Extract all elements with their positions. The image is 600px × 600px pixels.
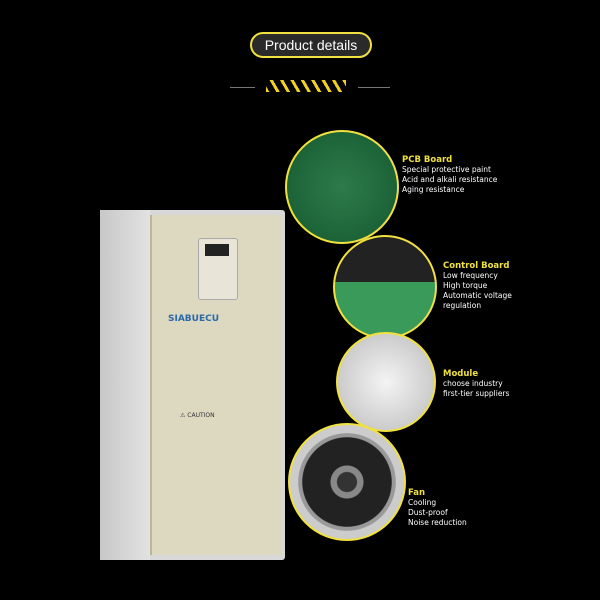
feature-line: Dust-proof bbox=[408, 508, 448, 517]
feature-title: Module bbox=[443, 369, 479, 379]
pcb-board-image bbox=[285, 130, 399, 244]
fan-image bbox=[288, 423, 406, 541]
feature-title: Fan bbox=[408, 488, 426, 498]
feature-module: Module choose industry first-tier suppli… bbox=[443, 369, 509, 399]
feature-pcb: PCB Board Special protective paint Acid … bbox=[402, 155, 497, 195]
feature-title: Control Board bbox=[443, 261, 510, 271]
feature-line: regulation bbox=[443, 301, 482, 310]
feature-line: choose industry bbox=[443, 379, 503, 388]
feature-line: Low frequency bbox=[443, 271, 498, 280]
feature-line: Aging resistance bbox=[402, 185, 465, 194]
stripe-decoration bbox=[266, 80, 346, 92]
feature-line: Cooling bbox=[408, 498, 437, 507]
feature-line: first-tier suppliers bbox=[443, 389, 510, 398]
control-board-image bbox=[333, 235, 437, 339]
feature-title: PCB Board bbox=[402, 155, 453, 165]
divider-left bbox=[230, 87, 255, 88]
brand-label: SIABUECU bbox=[168, 314, 220, 324]
caution-label: ⚠ CAUTION bbox=[180, 412, 215, 419]
title-pill: Product details bbox=[250, 32, 372, 58]
divider-right bbox=[358, 87, 390, 88]
feature-control-board: Control Board Low frequency High torque … bbox=[443, 261, 512, 311]
feature-line: Automatic voltage bbox=[443, 291, 512, 300]
inverter-side bbox=[100, 210, 150, 560]
feature-line: High torque bbox=[443, 281, 488, 290]
feature-fan: Fan Cooling Dust-proof Noise reduction bbox=[408, 488, 467, 528]
feature-line: Acid and alkali resistance bbox=[402, 175, 498, 184]
feature-line: Noise reduction bbox=[408, 518, 467, 527]
module-image bbox=[336, 332, 436, 432]
keypad bbox=[198, 238, 238, 300]
feature-line: Special protective paint bbox=[402, 165, 491, 174]
caution-text: CAUTION bbox=[187, 412, 215, 419]
keypad-display bbox=[205, 244, 229, 256]
